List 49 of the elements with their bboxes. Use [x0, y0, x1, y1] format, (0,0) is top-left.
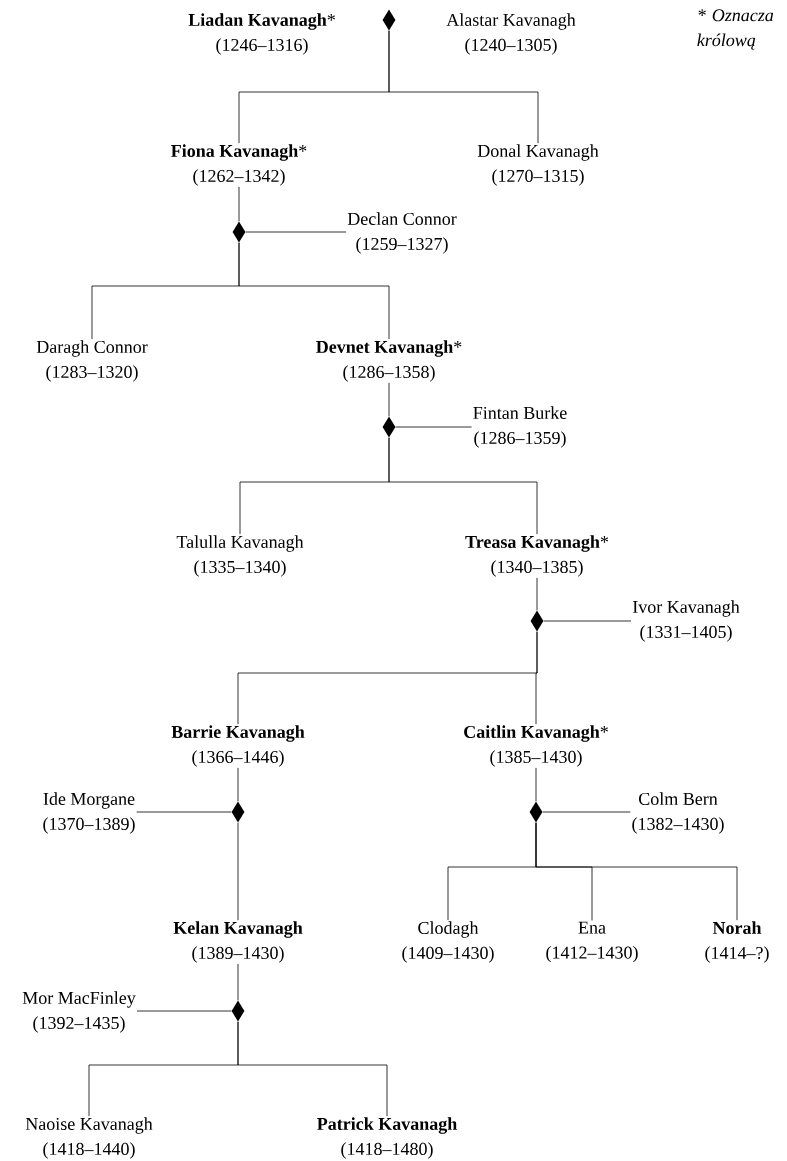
- marriage-diamond: [382, 9, 396, 31]
- note: * Oznacza królową: [697, 9, 774, 50]
- connector-line: [535, 631, 538, 725]
- person-entry: Barrie Kavanagh (1366–1446): [171, 725, 305, 767]
- marriage-diamond: [530, 610, 544, 632]
- marriage-diamond: [382, 416, 396, 438]
- marriage-diamond: [231, 1000, 245, 1022]
- connector-line: [237, 1021, 388, 1117]
- person-entry: Clodagh (1409–1430): [402, 921, 494, 963]
- person-entry: Daragh Connor (1283–1320): [36, 340, 148, 382]
- person-entry: Colm Bern (1382–1430): [632, 792, 724, 834]
- connector-line: [238, 186, 240, 222]
- person-entry: Fintan Burke (1286–1359): [473, 406, 567, 448]
- connector-line: [245, 231, 347, 233]
- connector-line: [237, 767, 239, 802]
- person-entry: Liadan Kavanagh* (1246–1316): [188, 13, 335, 55]
- connector-line: [237, 963, 239, 1001]
- person-entry: Ivor Kavanagh (1331–1405): [632, 600, 740, 642]
- person-entry: Norah (1414–?): [705, 921, 769, 963]
- person-entry: Patrick Kavanagh (1418–1480): [317, 1117, 457, 1159]
- person-entry: Declan Connor (1259–1327): [347, 212, 457, 254]
- marriage-diamond: [231, 801, 245, 823]
- connector-line: [237, 822, 239, 921]
- connector-line: [536, 577, 538, 611]
- person-entry: Naoise Kavanagh (1418–1440): [25, 1117, 153, 1159]
- person-entry: Talulla Kavanagh (1335–1340): [176, 535, 304, 577]
- connector-line: [136, 811, 232, 813]
- person-entry: Caitlin Kavanagh* (1385–1430): [464, 725, 608, 767]
- connector-line: [543, 620, 632, 622]
- person-entry: Mor MacFinley (1392–1435): [22, 991, 136, 1033]
- marriage-diamond: [232, 221, 246, 243]
- marriage-diamond: [529, 801, 543, 823]
- connector-line: [388, 382, 390, 417]
- connector-line: [535, 767, 537, 802]
- connector-line: [388, 30, 539, 144]
- person-entry: Fiona Kavanagh* (1262–1342): [171, 144, 307, 186]
- person-entry: Alastar Kavanagh (1240–1305): [446, 13, 576, 55]
- person-entry: Devnet Kavanagh* (1286–1358): [316, 340, 462, 382]
- connector-line: [136, 1010, 232, 1012]
- person-entry: Treasa Kavanagh* (1340–1385): [465, 535, 609, 577]
- person-entry: Ide Morgane (1370–1389): [43, 792, 135, 834]
- person-entry: Ena (1412–1430): [546, 921, 638, 963]
- connector-line: [388, 437, 538, 535]
- connector-line: [238, 242, 390, 340]
- person-entry: Kelan Kavanagh (1389–1430): [173, 921, 303, 963]
- connector-line: [535, 822, 738, 921]
- person-entry: Donal Kavanagh (1270–1315): [477, 144, 599, 186]
- connector-line: [542, 811, 631, 813]
- connector-line: [395, 426, 472, 428]
